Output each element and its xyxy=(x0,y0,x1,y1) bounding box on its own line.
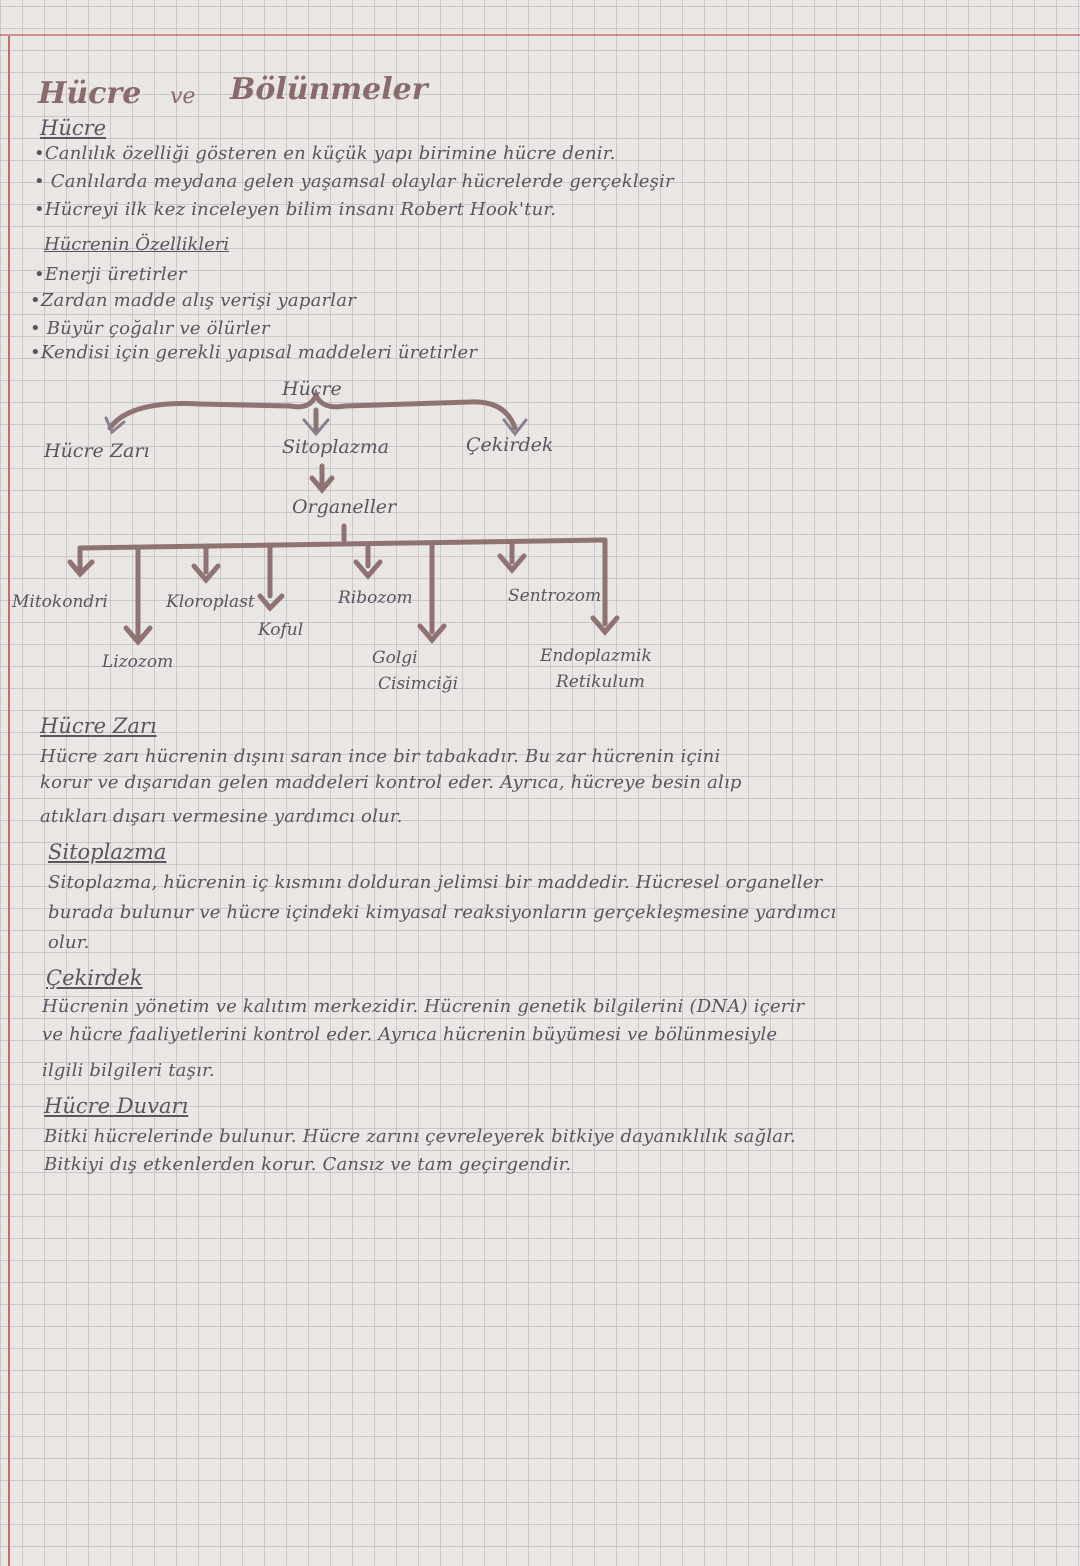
organelle-ribozom: Ribozom xyxy=(338,588,413,608)
duvar-line-2: Bitkiyi dış etkenlerden korur. Cansız ve… xyxy=(44,1154,572,1175)
zar-line-1: Hücre zarı hücrenin dışını saran ince bi… xyxy=(40,746,721,767)
sitoplazma-line-1: Sitoplazma, hücrenin iç kısmını dolduran… xyxy=(48,872,823,893)
head-cekirdek xyxy=(502,418,528,437)
page-title-word-2: ve xyxy=(170,84,196,109)
organelle-mitokondri: Mitokondri xyxy=(12,592,108,612)
section-zar-heading: Hücre Zarı xyxy=(40,714,157,738)
diagram-cekirdek: Çekirdek xyxy=(466,434,554,456)
ozellik-line-2: •Zardan madde alış verişi yaparlar xyxy=(30,290,357,311)
head-ribozom xyxy=(353,559,383,580)
hucre-line-3: •Hücreyi ilk kez inceleyen bilim insanı … xyxy=(34,199,557,220)
organelle-endoplazmik: Endoplazmik xyxy=(540,646,652,666)
ozellik-line-1: •Enerji üretirler xyxy=(34,264,187,285)
section-hucre-heading: Hücre xyxy=(40,116,107,140)
diagram-root-label: Hücre xyxy=(282,378,342,400)
root-brace xyxy=(107,388,518,431)
diagram-hucre-zari: Hücre Zarı xyxy=(44,440,150,462)
sitoplazma-line-3: olur. xyxy=(48,932,90,953)
cekirdek-line-3: ilgili bilgileri taşır. xyxy=(42,1060,215,1081)
diagram-organeller: Organeller xyxy=(292,496,397,518)
hucre-line-1: •Canlılık özelliği gösteren en küçük yap… xyxy=(34,143,616,164)
head-mitokondri xyxy=(67,559,95,578)
zar-line-2: korur ve dışarıdan gelen maddeleri kontr… xyxy=(40,772,742,793)
arrow-organeller-head xyxy=(309,475,335,494)
head-golgi xyxy=(417,623,447,644)
head-sentrozom xyxy=(497,553,527,574)
organelle-lizozom: Lizozom xyxy=(102,652,174,672)
head-koful xyxy=(257,593,285,612)
ozellik-line-4: •Kendisi için gerekli yapısal maddeleri … xyxy=(30,342,478,363)
sitoplazma-line-2: burada bulunur ve hücre içindeki kimyasa… xyxy=(48,902,837,923)
left-margin-line xyxy=(8,36,10,1566)
organelle-golgi: Golgi xyxy=(372,648,418,668)
cekirdek-line-1: Hücrenin yönetim ve kalıtım merkezidir. … xyxy=(42,996,805,1017)
head-lizozom xyxy=(123,625,153,646)
section-ozellikler-heading: Hücrenin Özellikleri xyxy=(44,234,230,255)
head-sitoplazma xyxy=(302,418,330,437)
page-title-word-3: Bölünmeler xyxy=(230,72,428,107)
duvar-line-1: Bitki hücrelerinde bulunur. Hücre zarını… xyxy=(44,1126,796,1147)
page-title-word-1: Hücre xyxy=(38,76,142,111)
ozellik-line-3: • Büyür çoğalır ve ölürler xyxy=(30,318,270,339)
top-margin-line xyxy=(0,34,1080,36)
organelle-cisimcigi: Cisimciği xyxy=(378,674,459,694)
head-endoplazmik xyxy=(590,615,620,636)
head-hucre-zari xyxy=(104,416,126,435)
organelle-sentrozom: Sentrozom xyxy=(508,586,602,606)
section-cekirdek-heading: Çekirdek xyxy=(46,966,143,990)
organelle-retikulum: Retikulum xyxy=(556,672,645,692)
section-duvar-heading: Hücre Duvarı xyxy=(44,1094,189,1118)
head-kloroplast xyxy=(191,563,221,584)
organelle-bar xyxy=(77,537,608,551)
diagram-sitoplazma: Sitoplazma xyxy=(282,436,390,458)
hucre-line-2: • Canlılarda meydana gelen yaşamsal olay… xyxy=(34,171,674,192)
cell-structure-diagram xyxy=(67,388,620,646)
section-sitoplazma-heading: Sitoplazma xyxy=(48,840,167,864)
organelle-koful: Koful xyxy=(258,620,304,640)
cekirdek-line-2: ve hücre faaliyetlerini kontrol eder. Ay… xyxy=(42,1024,778,1045)
zar-line-3: atıkları dışarı vermesine yardımcı olur. xyxy=(40,806,403,827)
organelle-kloroplast: Kloroplast xyxy=(166,592,255,612)
